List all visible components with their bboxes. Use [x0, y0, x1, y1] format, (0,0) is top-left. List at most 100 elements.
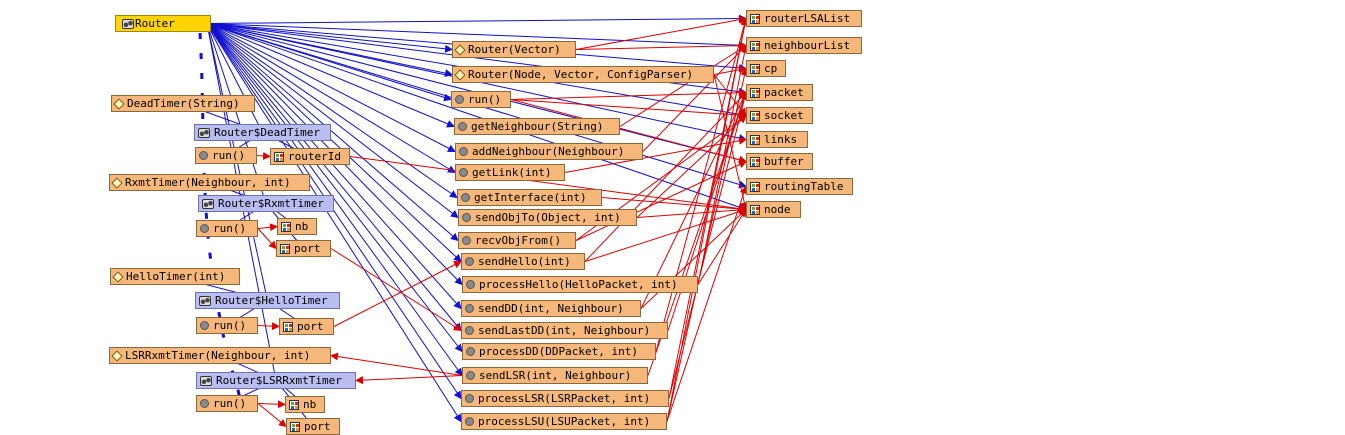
method-icon [462, 236, 471, 245]
reference-edge [636, 114, 747, 218]
class-router-node[interactable]: Router [115, 15, 211, 32]
ctor-helloTimer-node[interactable]: HelloTimer(int) [110, 268, 240, 285]
node-label: RxmtTimer(Neighbour, int) [125, 176, 291, 189]
method-getInterface-node[interactable]: getInterface(int) [457, 189, 602, 206]
helloTimer-run-node[interactable]: run() [196, 317, 258, 334]
method-icon [465, 417, 474, 426]
method-icon [200, 399, 209, 408]
field-packet-node[interactable]: packet [746, 84, 813, 101]
containment-edge [206, 23, 268, 205]
node-label: Router(Vector) [468, 43, 561, 56]
class-icon [199, 295, 211, 306]
lsrRxmtTimer-port-node[interactable]: port [286, 418, 340, 435]
containment-edge [206, 23, 459, 219]
reference-edge [257, 223, 278, 232]
method-sendLastDD-node[interactable]: sendLastDD(int, Neighbour) [461, 322, 668, 339]
containment-edge [206, 23, 462, 332]
node-label: Router$HelloTimer [215, 294, 328, 307]
reference-edge [333, 261, 462, 327]
method-processDD-node[interactable]: processDD(DDPacket, int) [462, 343, 656, 360]
node-label: run() [213, 319, 247, 332]
reference-edge [510, 99, 747, 120]
class-helloTimer-node[interactable]: Router$HelloTimer [195, 292, 340, 309]
method-recvObjFrom-node[interactable]: recvObjFrom() [458, 232, 576, 249]
method-sendDD-node[interactable]: sendDD(int, Neighbour) [461, 300, 641, 317]
ctor-router-vector-node[interactable]: Router(Vector) [452, 41, 576, 58]
node-label: Router$LSRRxmtTimer [216, 374, 342, 387]
reference-edge [666, 17, 749, 422]
class-deadTimer-node[interactable]: Router$DeadTimer [194, 124, 331, 141]
ctor-lsrRxmtTimer-node[interactable]: LSRRxmtTimer(Neighbour, int) [109, 347, 331, 364]
class-rxmtTimer-node[interactable]: Router$RxmtTimer [198, 195, 334, 212]
containment-edge [206, 23, 453, 77]
helloTimer-port-node[interactable]: port [279, 318, 334, 335]
field-icon [281, 221, 291, 232]
reference-edge [349, 156, 747, 213]
containment-edge [206, 23, 463, 377]
node-label: processHello(HelloPacket, int) [479, 278, 678, 291]
field-icon [274, 151, 284, 162]
lsrRxmtTimer-nb-node[interactable]: nb [285, 396, 325, 413]
method-getLink-node[interactable]: getLink(int) [455, 164, 565, 181]
reference-edge [697, 208, 747, 285]
field-links-node[interactable]: links [746, 131, 808, 148]
field-routingTable-node[interactable]: routingTable [746, 178, 853, 195]
reference-edge [584, 91, 747, 262]
rxmtTimer-port-node[interactable]: port [276, 240, 331, 257]
field-socket-node[interactable]: socket [746, 107, 813, 124]
class-lsrRxmtTimer-node[interactable]: Router$LSRRxmtTimer [196, 372, 356, 389]
field-icon [750, 134, 760, 145]
containment-edge [206, 23, 452, 102]
ctor-deadTimer-node[interactable]: DeadTimer(String) [111, 95, 255, 112]
node-label: socket [764, 109, 804, 122]
method-icon [466, 280, 475, 289]
containment-edge [206, 23, 453, 53]
reference-edge [619, 44, 747, 127]
rxmtTimer-nb-node[interactable]: nb [277, 218, 317, 235]
method-icon [461, 193, 470, 202]
containment-edge [206, 23, 747, 50]
constructor-icon [454, 68, 466, 81]
class-icon [200, 375, 212, 386]
node-label: neighbourList [764, 39, 851, 52]
method-getNeighbour-node[interactable]: getNeighbour(String) [454, 118, 620, 135]
method-icon [465, 394, 474, 403]
field-icon [750, 110, 760, 121]
ctor-rxmtTimer-node[interactable]: RxmtTimer(Neighbour, int) [109, 174, 310, 191]
node-label: recvObjFrom() [475, 234, 562, 247]
reference-edge [330, 248, 462, 332]
constructor-icon [454, 43, 466, 56]
method-processLSR-node[interactable]: processLSR(LSRPacket, int) [461, 390, 669, 407]
method-run-node[interactable]: run() [451, 91, 511, 108]
containment-edge [206, 23, 462, 310]
rxmtTimer-run-node[interactable]: run() [196, 220, 258, 237]
method-sendObjTo-node[interactable]: sendObjTo(Object, int) [458, 209, 637, 226]
reference-edge [642, 44, 747, 152]
containment-edge [206, 23, 456, 152]
node-label: buffer [764, 155, 804, 168]
field-buffer-node[interactable]: buffer [746, 153, 813, 170]
node-label: routerId [288, 150, 341, 163]
method-processHello-node[interactable]: processHello(HelloPacket, int) [462, 276, 698, 293]
ctor-router-full-node[interactable]: Router(Node, Vector, ConfigParser) [452, 66, 714, 83]
method-icon [200, 321, 209, 330]
deadTimer-run-node[interactable]: run() [195, 147, 257, 164]
node-label: sendHello(int) [478, 255, 571, 268]
method-processLSU-node[interactable]: processLSU(LSUPacket, int) [461, 413, 667, 430]
field-icon [750, 181, 760, 192]
method-addNeighbour-node[interactable]: addNeighbour(Neighbour) [455, 143, 643, 160]
node-label: port [294, 242, 321, 255]
reference-edge [640, 91, 747, 309]
field-neighbourList-node[interactable]: neighbourList [746, 37, 862, 54]
deadTimer-routerId-node[interactable]: routerId [270, 148, 350, 165]
field-routerLSAList-node[interactable]: routerLSAList [746, 10, 862, 27]
field-cp-node[interactable]: cp [746, 60, 786, 77]
method-icon [462, 213, 471, 222]
field-node-node[interactable]: node [746, 201, 801, 218]
lsrRxmtTimer-run-node[interactable]: run() [196, 395, 258, 412]
method-icon [459, 168, 468, 177]
method-sendHello-node[interactable]: sendHello(int) [461, 253, 585, 270]
method-sendLSR-node[interactable]: sendLSR(int, Neighbour) [462, 367, 648, 384]
node-label: processLSR(LSRPacket, int) [478, 392, 651, 405]
